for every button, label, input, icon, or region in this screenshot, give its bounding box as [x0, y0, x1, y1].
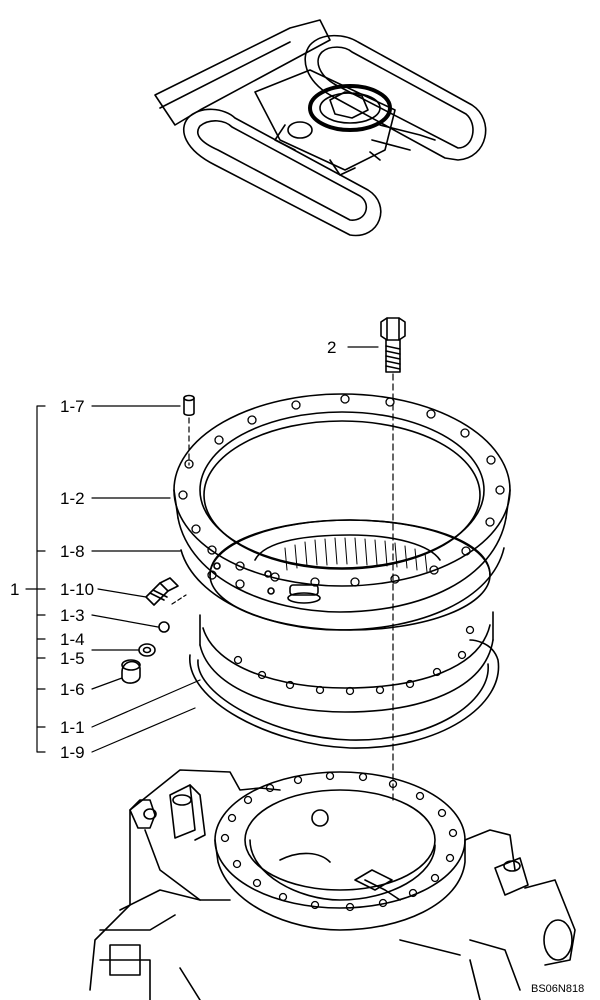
label-group: 1: [10, 580, 19, 599]
ball-icon: [158, 621, 170, 633]
label-pin: 1-7: [60, 397, 85, 416]
label-grease-nipple: 1-10: [60, 580, 94, 599]
label-seal-upper: 1-8: [60, 542, 85, 561]
grease-nipple-icon: [145, 577, 179, 606]
swing-bearing-icon: [173, 393, 511, 749]
leader-lines: [25, 405, 201, 753]
figure-code: BS06N818: [531, 983, 584, 995]
label-cap: 1-6: [60, 680, 85, 699]
hex-bolt-icon: [380, 317, 406, 373]
label-seal-lower: 1-9: [60, 743, 85, 762]
pin-icon: [183, 394, 195, 417]
label-inner-ring: 1-2: [60, 489, 85, 508]
label-bolt: 2: [327, 338, 336, 357]
label-ball: 1-3: [60, 606, 85, 625]
label-plug-b: 1-5: [60, 649, 85, 668]
cap-icon: [121, 659, 141, 684]
upper-frame-icon: [89, 769, 576, 1000]
plug-icon: [138, 643, 156, 657]
excavator-undercarriage-icon: [154, 19, 487, 237]
label-plug-a: 1-4: [60, 630, 85, 649]
label-outer-ring: 1-1: [60, 718, 85, 737]
